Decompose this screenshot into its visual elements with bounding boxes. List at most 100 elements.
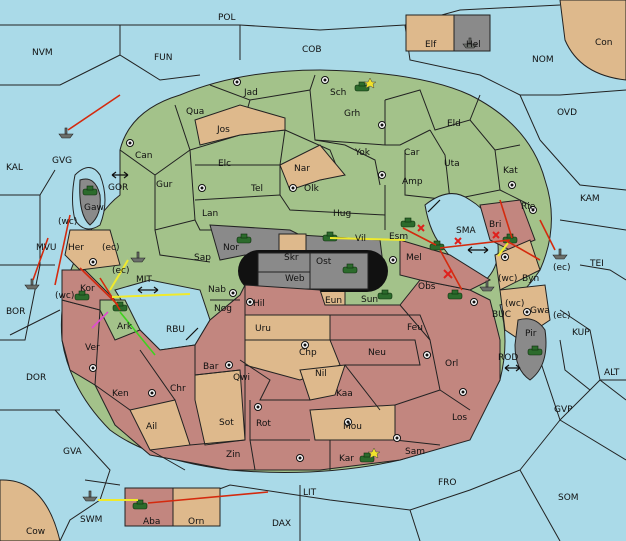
coast-tag: (wc)	[498, 274, 517, 284]
label-nvm: NVM	[32, 48, 53, 58]
label-sun: Sun	[361, 295, 378, 305]
supply-centers	[89, 76, 537, 462]
label-skr: Skr	[284, 253, 299, 263]
label-qua: Qua	[186, 107, 204, 117]
label-sot: Sot	[219, 418, 234, 428]
label-gaw: Gaw	[84, 203, 104, 213]
territory-byn[interactable]	[494, 239, 541, 291]
label-bar: Bar	[203, 362, 219, 372]
label-rbu: RBU	[166, 325, 185, 335]
label-ver: Ver	[85, 343, 100, 353]
label-qwi: Qwi	[233, 373, 250, 383]
label-kar: Kar	[339, 454, 354, 464]
label-mit: MIT	[136, 275, 152, 285]
territory-ark[interactable]	[99, 299, 141, 341]
label-sap: Sap	[194, 253, 211, 263]
label-lit: LIT	[303, 488, 317, 498]
sea-labels: POL COB FUN NVM NOM OVD KAL KAM TEI MVU …	[6, 13, 620, 537]
label-dax: DAX	[272, 519, 291, 529]
double-arrows	[111, 171, 521, 372]
label-olk: Olk	[304, 184, 320, 194]
territory-her[interactable]	[64, 229, 121, 271]
label-ken: Ken	[112, 389, 129, 399]
label-nom: NOM	[532, 55, 554, 65]
label-rot: Rot	[256, 419, 271, 429]
coast-tag: (ec)	[553, 311, 571, 321]
label-mou: Mou	[343, 422, 362, 432]
label-mel: Mel	[406, 253, 422, 263]
label-pir: Pir	[525, 329, 537, 339]
territory-jos[interactable]	[194, 104, 286, 146]
territory-nil[interactable]	[299, 364, 346, 401]
label-elf: Elf	[425, 40, 437, 50]
label-kaa: Kaa	[336, 389, 353, 399]
label-vil: Vil	[355, 234, 366, 244]
coast-tag: (ec)	[102, 243, 120, 253]
label-lan: Lan	[202, 209, 218, 219]
label-dor: DOR	[26, 373, 46, 383]
territory-obs[interactable]	[399, 239, 492, 291]
label-uru: Uru	[255, 324, 271, 334]
label-swm: SWM	[80, 515, 102, 525]
label-web: Web	[285, 274, 305, 284]
label-rod: ROD	[498, 353, 518, 363]
coast-tag: (wc)	[505, 299, 524, 309]
label-feu: Feu	[407, 323, 423, 333]
label-buc: BUC	[492, 310, 511, 320]
coast-tag: (wc)	[58, 217, 77, 227]
label-cow: Cow	[26, 527, 45, 537]
territory-elf[interactable]	[405, 14, 455, 52]
label-ark: Ark	[117, 322, 133, 332]
label-esm: Esm	[389, 232, 408, 242]
label-nog: Nog	[214, 304, 232, 314]
label-aba: Aba	[143, 517, 160, 527]
label-eld: Eld	[447, 119, 461, 129]
label-eun: Eun	[325, 296, 342, 306]
label-alt: ALT	[604, 368, 620, 378]
label-gva: GVA	[63, 447, 83, 457]
label-kup: KUP	[572, 328, 590, 338]
sea-borders	[0, 4, 626, 541]
territory-nar[interactable]	[279, 144, 346, 191]
label-chr: Chr	[170, 384, 186, 394]
label-ail: Ail	[146, 422, 157, 432]
label-kam: KAM	[580, 194, 600, 204]
land-labels: Jad Sch Qua Jos Grh Eld Can Elc Nar Yok …	[68, 40, 550, 527]
label-fun: FUN	[154, 53, 173, 63]
label-elc: Elc	[218, 159, 231, 169]
orders	[32, 94, 556, 504]
coast-tag: (wc)	[55, 291, 74, 301]
label-con: Con	[595, 38, 613, 48]
label-zin: Zin	[226, 450, 240, 460]
label-gor: GOR	[108, 183, 128, 193]
label-obs: Obs	[418, 282, 436, 292]
label-los: Los	[452, 413, 467, 423]
territory-orn[interactable]	[172, 487, 221, 527]
label-tel: Tel	[250, 184, 263, 194]
units[interactable]	[24, 37, 568, 510]
label-yok: Yok	[354, 148, 371, 158]
label-her: Her	[68, 243, 84, 253]
south-borders	[94, 285, 471, 471]
label-sch: Sch	[330, 88, 346, 98]
label-amp: Amp	[402, 177, 423, 187]
label-gvg: GVG	[52, 156, 72, 166]
label-nil: Nil	[315, 369, 327, 379]
label-hil: Hil	[253, 299, 265, 309]
label-nar: Nar	[294, 164, 310, 174]
label-hug: Hug	[333, 209, 351, 219]
label-chp: Chp	[299, 348, 317, 358]
coast-tag: (ec)	[112, 266, 130, 276]
label-uta: Uta	[444, 159, 460, 169]
label-nab: Nab	[208, 285, 226, 295]
label-car: Car	[404, 148, 420, 158]
label-pol: POL	[218, 13, 236, 23]
label-ovd: OVD	[557, 108, 577, 118]
label-grh: Grh	[344, 109, 360, 119]
label-bor: BOR	[6, 307, 25, 317]
label-fro: FRO	[438, 478, 457, 488]
label-orn: Orn	[188, 517, 204, 527]
label-gvp: GVP	[554, 405, 573, 415]
label-byn: Byn	[522, 274, 539, 284]
